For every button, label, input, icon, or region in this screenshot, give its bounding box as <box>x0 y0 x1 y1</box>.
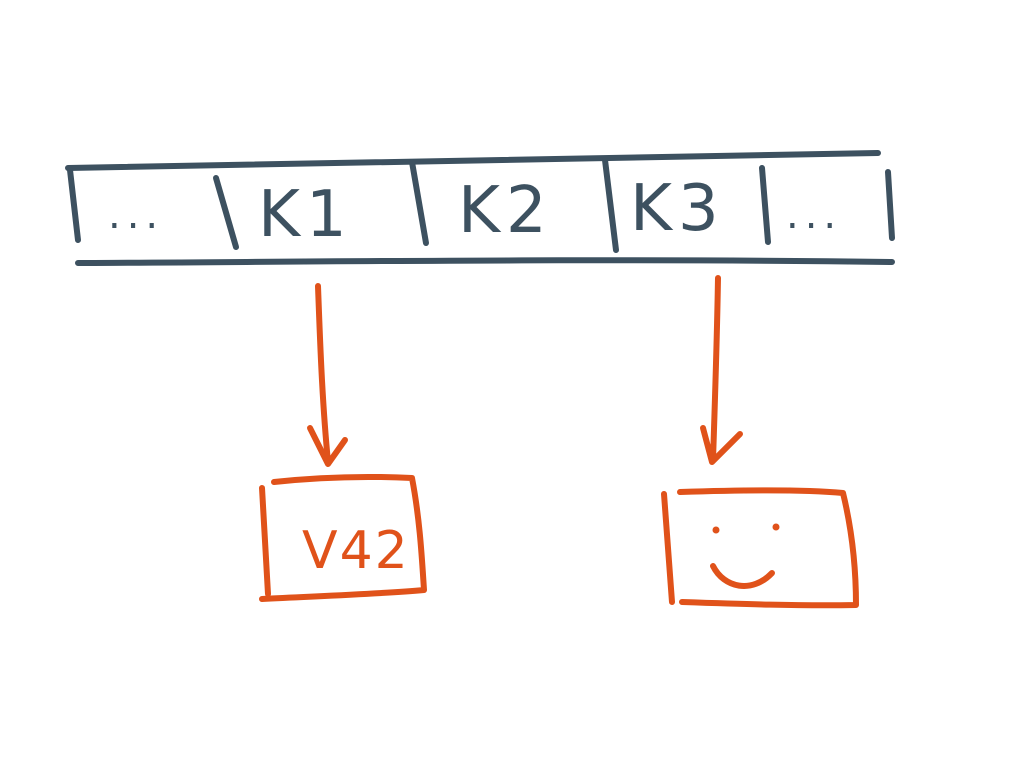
cell-divider <box>409 159 429 246</box>
array-right-edge <box>885 169 895 241</box>
pointer-k1 <box>307 283 348 467</box>
smiley-eye <box>712 526 720 534</box>
box-left-edge <box>661 491 675 605</box>
smiley-eye <box>772 523 780 531</box>
array-cell-k2: K2 <box>458 174 553 248</box>
arrow-shaft <box>315 283 331 465</box>
cell-divider <box>759 165 771 245</box>
arrow-shaft <box>710 275 721 463</box>
arrow-head-icon <box>700 425 743 465</box>
array-cell-k3: K3 <box>630 172 725 246</box>
value-label: V42 <box>302 521 410 581</box>
box-left-edge <box>259 485 271 597</box>
arrow-head-icon <box>307 425 348 467</box>
array-cell-ellipsis-right: ... <box>786 192 842 238</box>
array-top-edge <box>65 150 881 171</box>
value-box-smiley <box>661 487 859 609</box>
cell-divider <box>602 157 619 253</box>
value-box-v42: V42 <box>259 474 427 602</box>
array-bottom-edge <box>75 257 895 266</box>
pointer-k3 <box>700 275 743 465</box>
smiley-mouth <box>710 563 775 589</box>
box-outline <box>677 487 859 609</box>
smiley-face-icon <box>710 523 780 589</box>
array-left-edge <box>67 167 81 243</box>
key-array: ... K1 K2 K3 ... <box>65 150 895 266</box>
box-outline <box>259 474 427 602</box>
array-cell-k1: K1 <box>258 178 353 252</box>
cell-divider <box>213 175 239 250</box>
array-cell-ellipsis-left: ... <box>108 192 164 238</box>
